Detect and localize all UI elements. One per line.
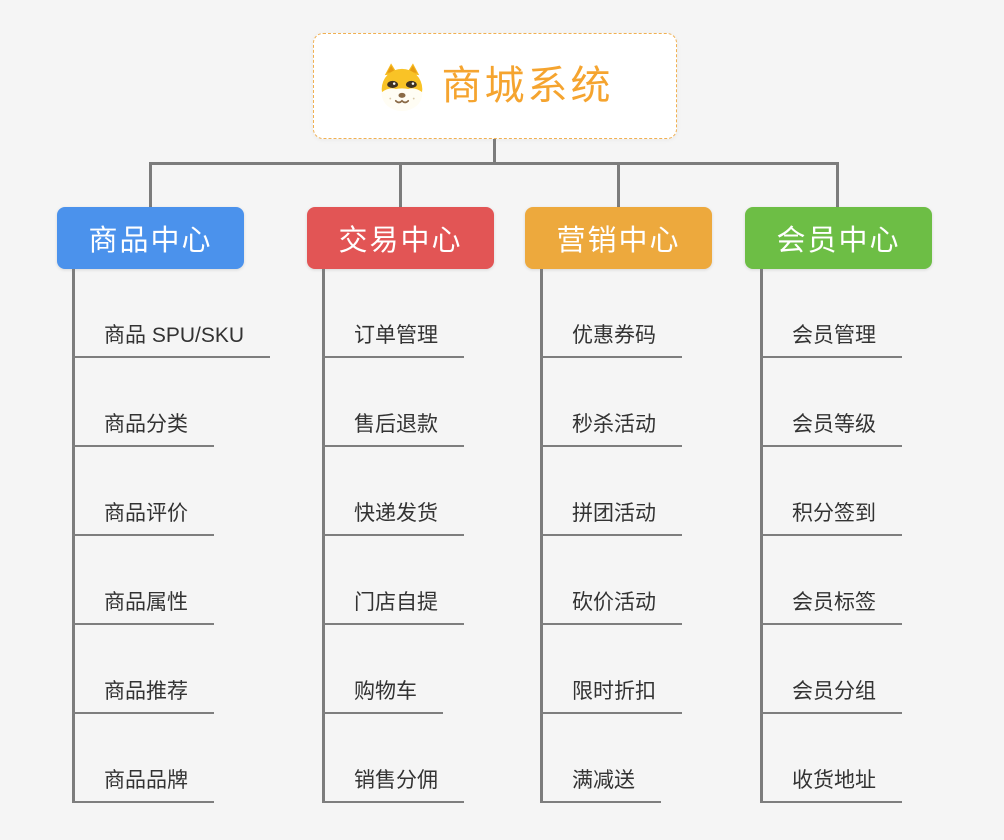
topic-item: 砍价活动: [540, 536, 682, 625]
topic-item: 商品分类: [72, 358, 270, 447]
shiba-dog-icon: [377, 61, 427, 111]
branch-items: 优惠券码 秒杀活动 拼团活动 砍价活动 限时折扣 满减送: [540, 269, 682, 803]
drop-connector-member: [836, 163, 839, 207]
topic-item: 会员等级: [760, 358, 902, 447]
topic-item-label[interactable]: 会员等级: [760, 412, 902, 447]
topic-item: 商品 SPU/SKU: [72, 269, 271, 358]
branch-items: 订单管理 售后退款 快递发货 门店自提 购物车 销售分佣: [322, 269, 464, 803]
topic-item-label[interactable]: 满减送: [540, 768, 661, 803]
root-topic-title: 商城系统: [441, 64, 614, 108]
topic-item-label[interactable]: 拼团活动: [540, 501, 682, 536]
topic-item-label[interactable]: 商品 SPU/SKU: [72, 323, 271, 358]
topic-item: 会员管理: [760, 269, 902, 358]
branch-spine: [760, 269, 763, 803]
topic-item: 销售分佣: [322, 714, 464, 803]
topic-item: 商品评价: [72, 447, 270, 536]
branch-items: 商品 SPU/SKU 商品分类 商品评价 商品属性 商品推荐 商品品牌: [72, 269, 271, 803]
topic-item: 拼团活动: [540, 447, 682, 536]
branch-spine: [322, 269, 325, 803]
branch-product-center: 商品中心 商品 SPU/SKU 商品分类 商品评价 商品属性 商品推荐 商品品牌: [57, 207, 297, 803]
topic-item: 会员标签: [760, 536, 902, 625]
topic-item-label[interactable]: 优惠券码: [540, 323, 682, 358]
topic-item: 积分签到: [760, 447, 902, 536]
drop-connector-marketing: [617, 163, 620, 207]
topic-item-label[interactable]: 门店自提: [322, 590, 464, 625]
topic-item: 收货地址: [760, 714, 902, 803]
branch-spine: [72, 269, 75, 803]
topic-item-label[interactable]: 售后退款: [322, 412, 464, 447]
topic-item-label[interactable]: 会员管理: [760, 323, 902, 358]
topic-item: 满减送: [540, 714, 682, 803]
topic-item-label[interactable]: 积分签到: [760, 501, 902, 536]
branch-member-center: 会员中心 会员管理 会员等级 积分签到 会员标签 会员分组 收货地址: [745, 207, 985, 803]
branch-header-member-center[interactable]: 会员中心: [745, 207, 932, 269]
branch-bus-connector: [149, 162, 839, 165]
topic-item-label[interactable]: 收货地址: [760, 768, 902, 803]
root-topic[interactable]: 商城系统: [313, 33, 677, 139]
topic-item-label[interactable]: 商品分类: [72, 412, 214, 447]
branch-trade-center: 交易中心 订单管理 售后退款 快递发货 门店自提 购物车 销售分佣: [307, 207, 547, 803]
branch-spine: [540, 269, 543, 803]
topic-item: 商品推荐: [72, 625, 270, 714]
topic-item-label[interactable]: 销售分佣: [322, 768, 464, 803]
topic-item-label[interactable]: 快递发货: [322, 501, 464, 536]
topic-item: 售后退款: [322, 358, 464, 447]
topic-item-label[interactable]: 商品评价: [72, 501, 214, 536]
topic-item: 限时折扣: [540, 625, 682, 714]
branch-header-product-center[interactable]: 商品中心: [57, 207, 244, 269]
root-stem-connector: [493, 139, 496, 165]
topic-item: 购物车: [322, 625, 464, 714]
topic-item: 商品品牌: [72, 714, 270, 803]
branch-header-marketing-center[interactable]: 营销中心: [525, 207, 712, 269]
drop-connector-product: [149, 163, 152, 207]
topic-item-label[interactable]: 秒杀活动: [540, 412, 682, 447]
topic-item: 快递发货: [322, 447, 464, 536]
topic-item-label[interactable]: 订单管理: [322, 323, 464, 358]
topic-item-label[interactable]: 会员标签: [760, 590, 902, 625]
branch-items: 会员管理 会员等级 积分签到 会员标签 会员分组 收货地址: [760, 269, 902, 803]
topic-item-label[interactable]: 商品品牌: [72, 768, 214, 803]
branch-marketing-center: 营销中心 优惠券码 秒杀活动 拼团活动 砍价活动 限时折扣 满减送: [525, 207, 765, 803]
topic-item: 优惠券码: [540, 269, 682, 358]
topic-item: 订单管理: [322, 269, 464, 358]
topic-item-label[interactable]: 商品属性: [72, 590, 214, 625]
topic-item-label[interactable]: 商品推荐: [72, 679, 214, 714]
drop-connector-trade: [399, 163, 402, 207]
topic-item-label[interactable]: 限时折扣: [540, 679, 682, 714]
topic-item-label[interactable]: 购物车: [322, 679, 443, 714]
topic-item: 门店自提: [322, 536, 464, 625]
topic-item: 商品属性: [72, 536, 270, 625]
branch-header-trade-center[interactable]: 交易中心: [307, 207, 494, 269]
topic-item: 会员分组: [760, 625, 902, 714]
topic-item: 秒杀活动: [540, 358, 682, 447]
topic-item-label[interactable]: 会员分组: [760, 679, 902, 714]
topic-item-label[interactable]: 砍价活动: [540, 590, 682, 625]
